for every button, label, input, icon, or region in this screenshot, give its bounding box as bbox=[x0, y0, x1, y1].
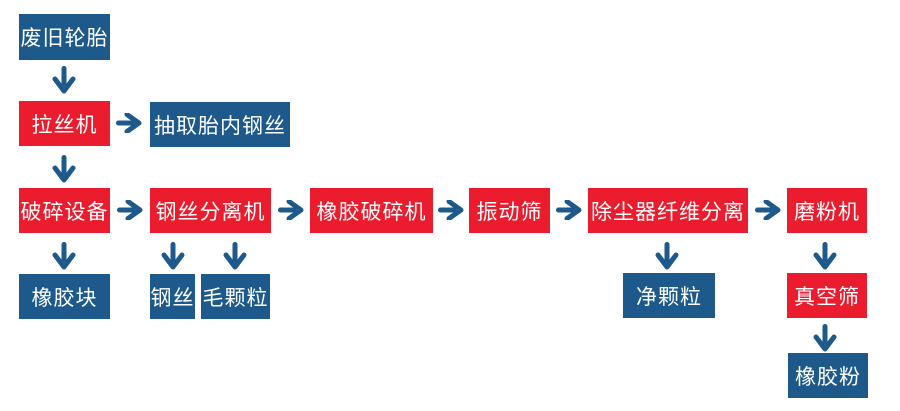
arrow-down-icon bbox=[52, 242, 76, 270]
node-clean-granules: 净颗粒 bbox=[623, 273, 715, 318]
arrow-down-icon bbox=[161, 242, 185, 270]
node-rough-granules: 毛颗粒 bbox=[201, 274, 270, 319]
node-steel-wire-separator: 钢丝分离机 bbox=[150, 188, 271, 233]
node-vacuum-screen: 真空筛 bbox=[787, 273, 867, 318]
node-waste-tires: 废旧轮胎 bbox=[19, 14, 110, 60]
node-wire-drawing-machine: 拉丝机 bbox=[19, 101, 110, 146]
arrow-right-icon bbox=[117, 200, 143, 220]
node-dust-collector-fiber-separation: 除尘器纤维分离 bbox=[588, 188, 748, 233]
arrow-down-icon bbox=[813, 242, 837, 270]
arrow-down-icon bbox=[223, 242, 247, 270]
arrow-down-icon bbox=[655, 242, 679, 270]
node-grinding-machine: 磨粉机 bbox=[787, 188, 867, 233]
arrow-right-icon bbox=[278, 200, 304, 220]
node-crushing-equipment: 破碎设备 bbox=[19, 188, 110, 233]
node-rubber-powder: 橡胶粉 bbox=[788, 353, 868, 398]
arrow-right-icon bbox=[438, 200, 464, 220]
node-steel-wire: 钢丝 bbox=[150, 274, 195, 319]
node-rubber-block: 橡胶块 bbox=[19, 274, 110, 319]
node-vibrating-screen: 振动筛 bbox=[469, 188, 550, 233]
node-extract-tire-steel-wire: 抽取胎内钢丝 bbox=[150, 102, 290, 147]
arrow-right-icon bbox=[556, 200, 582, 220]
arrow-down-icon bbox=[52, 66, 76, 94]
node-rubber-crusher: 橡胶破碎机 bbox=[310, 188, 433, 233]
arrow-down-icon bbox=[52, 155, 76, 183]
arrow-right-icon bbox=[755, 200, 781, 220]
arrow-down-icon bbox=[813, 324, 837, 352]
arrow-right-icon bbox=[116, 113, 142, 133]
